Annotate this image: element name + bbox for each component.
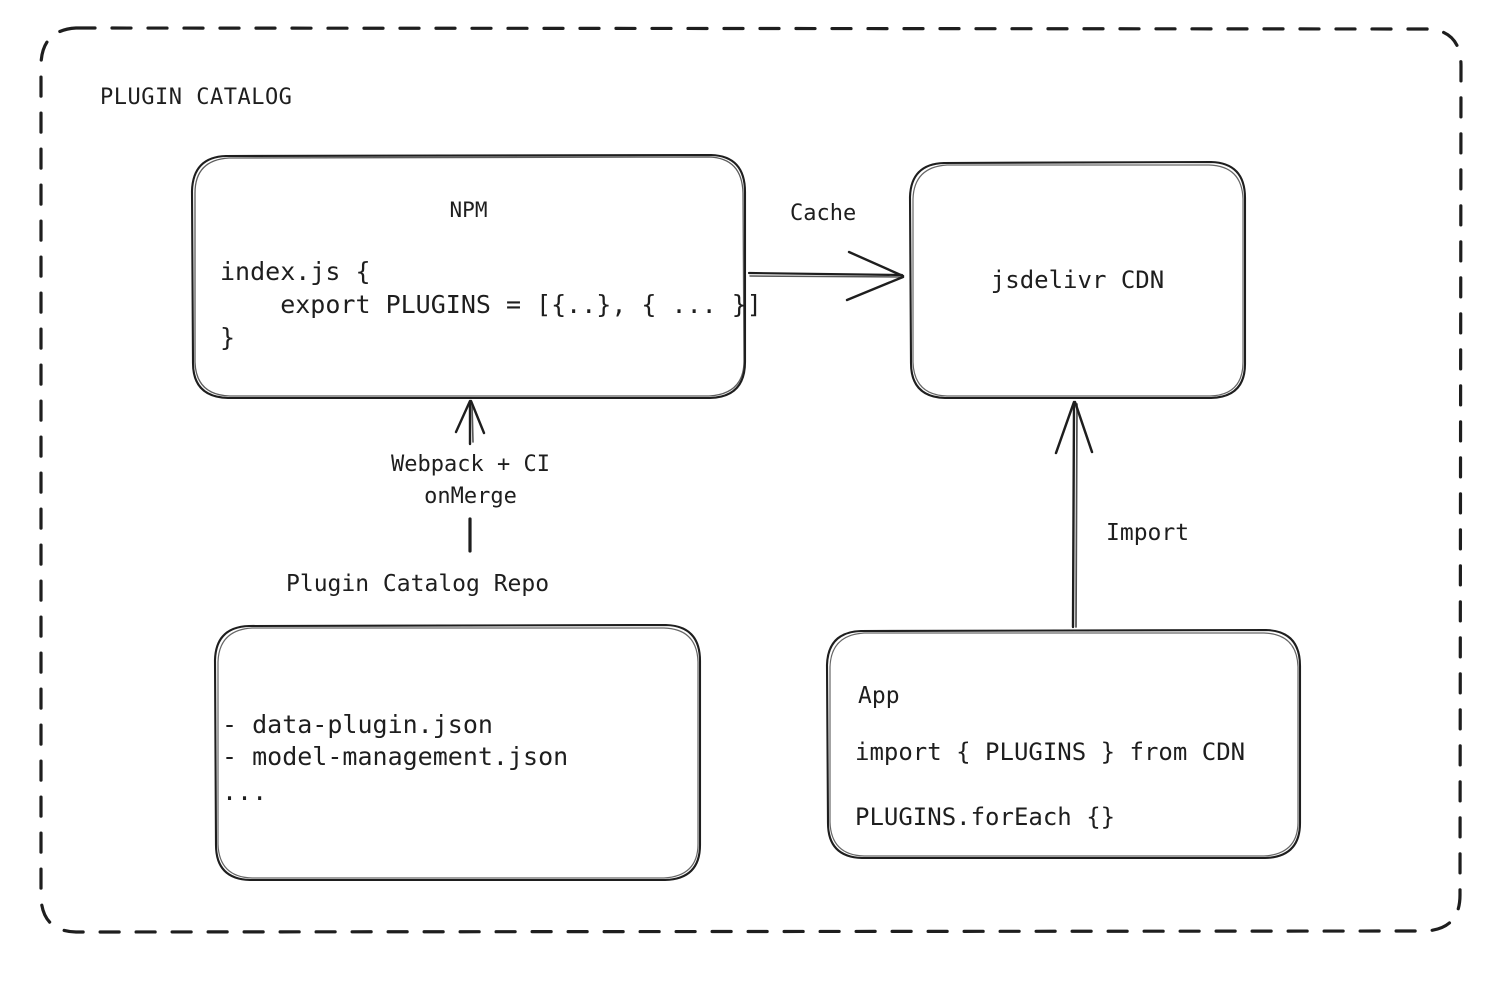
edge-label-webpack-ci-line2: onMerge xyxy=(424,484,517,509)
app-box-title: App xyxy=(858,683,900,709)
edge-label-cache: Cache xyxy=(790,201,857,226)
npm-code-line-1: index.js { xyxy=(220,257,371,286)
repo-node xyxy=(215,625,700,880)
repo-list-item-1: - data-plugin.json xyxy=(222,710,493,739)
group-title: PLUGIN CATALOG xyxy=(100,85,293,110)
app-code-import: import { PLUGINS } from CDN xyxy=(855,738,1246,766)
cdn-node xyxy=(910,162,1245,398)
edge-label-import: Import xyxy=(1106,520,1190,546)
edge-app-to-cdn xyxy=(1054,400,1094,629)
app-node xyxy=(827,630,1300,858)
edge-label-webpack-ci-line1: Webpack + CI xyxy=(391,452,550,477)
app-code-foreach: PLUGINS.forEach {} xyxy=(855,803,1116,831)
edge-npm-to-cdn xyxy=(747,250,905,302)
repo-box-caption: Plugin Catalog Repo xyxy=(286,571,550,597)
npm-node xyxy=(192,155,745,398)
repo-list-item-2: - model-management.json xyxy=(222,742,569,771)
npm-code-line-2: export PLUGINS = [{..}, { ... }] xyxy=(220,290,762,319)
repo-list-item-3: ... xyxy=(222,777,268,806)
cdn-box-title: jsdelivr CDN xyxy=(990,266,1165,294)
npm-box-title: NPM xyxy=(449,198,488,222)
npm-code-line-3: } xyxy=(220,323,236,352)
